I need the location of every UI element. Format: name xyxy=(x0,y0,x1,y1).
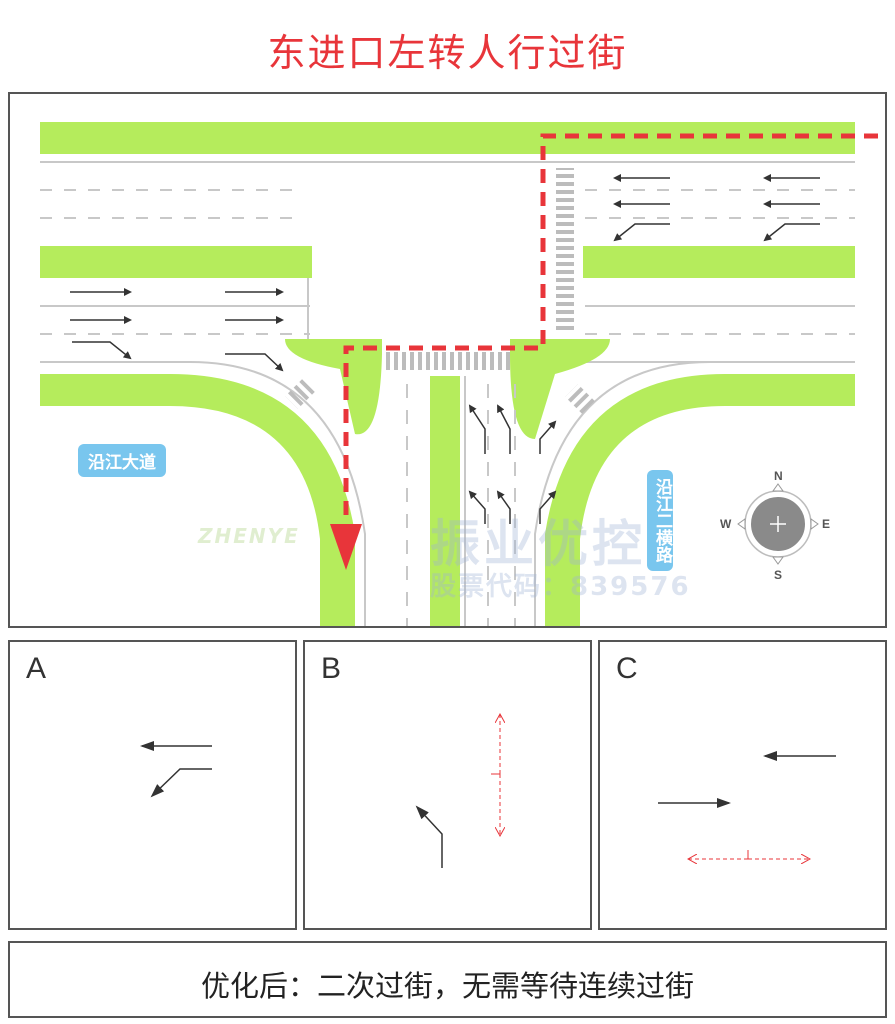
route-arrowhead xyxy=(330,524,362,570)
arrows-eastbound xyxy=(70,288,284,372)
compass-e: E xyxy=(822,517,830,531)
intersection-svg: N S E W xyxy=(40,122,878,626)
island-west xyxy=(285,339,382,435)
lane-lines-south-approach xyxy=(406,384,516,626)
compass-w: W xyxy=(720,517,732,531)
compass-s: S xyxy=(774,568,782,582)
page-title: 东进口左转人行过街 xyxy=(267,31,628,75)
option-a-arrows xyxy=(140,741,212,798)
option-b-letter: B xyxy=(321,652,342,685)
arrows-westbound xyxy=(613,174,820,242)
option-a-panel: A xyxy=(8,640,297,930)
median-north xyxy=(40,122,855,154)
lane-dashes-north xyxy=(40,189,855,219)
lane-lines-south xyxy=(40,278,855,339)
intersection-diagram: N S E W 沿江大道 沿江二横路 ZHENYE 振业优控 股票代码：8395… xyxy=(8,92,887,628)
option-c-panel: C xyxy=(598,640,887,930)
compass-n: N xyxy=(774,469,783,483)
crosswalk-se-corner xyxy=(565,384,595,414)
median-east xyxy=(583,246,855,278)
median-west xyxy=(40,246,312,278)
crosswalk-south xyxy=(385,352,510,370)
corner-southeast xyxy=(545,374,855,626)
road-label-yanjiang-avenue: 沿江大道 xyxy=(78,444,166,477)
option-a-letter: A xyxy=(26,652,47,685)
median-south xyxy=(430,376,460,626)
conclusion-text: 优化后：二次过街，无需等待连续过街 xyxy=(200,969,694,1003)
corner-southwest xyxy=(40,374,355,626)
option-b-arrows xyxy=(415,642,590,868)
crosswalk-sw-corner xyxy=(285,379,315,409)
conclusion-panel: 优化后：二次过街，无需等待连续过街 xyxy=(8,941,887,1018)
crosswalk-east xyxy=(556,168,574,330)
option-c-letter: C xyxy=(616,652,638,685)
pedestrian-route xyxy=(343,133,878,524)
compass-rose: N S E W xyxy=(720,469,830,582)
road-label-yanjiang-2nd-road: 沿江二横路 xyxy=(647,470,673,571)
arrows-northbound xyxy=(468,404,557,524)
option-b-panel: B xyxy=(303,640,592,930)
island-east xyxy=(510,339,610,439)
option-c-arrows xyxy=(658,751,836,928)
